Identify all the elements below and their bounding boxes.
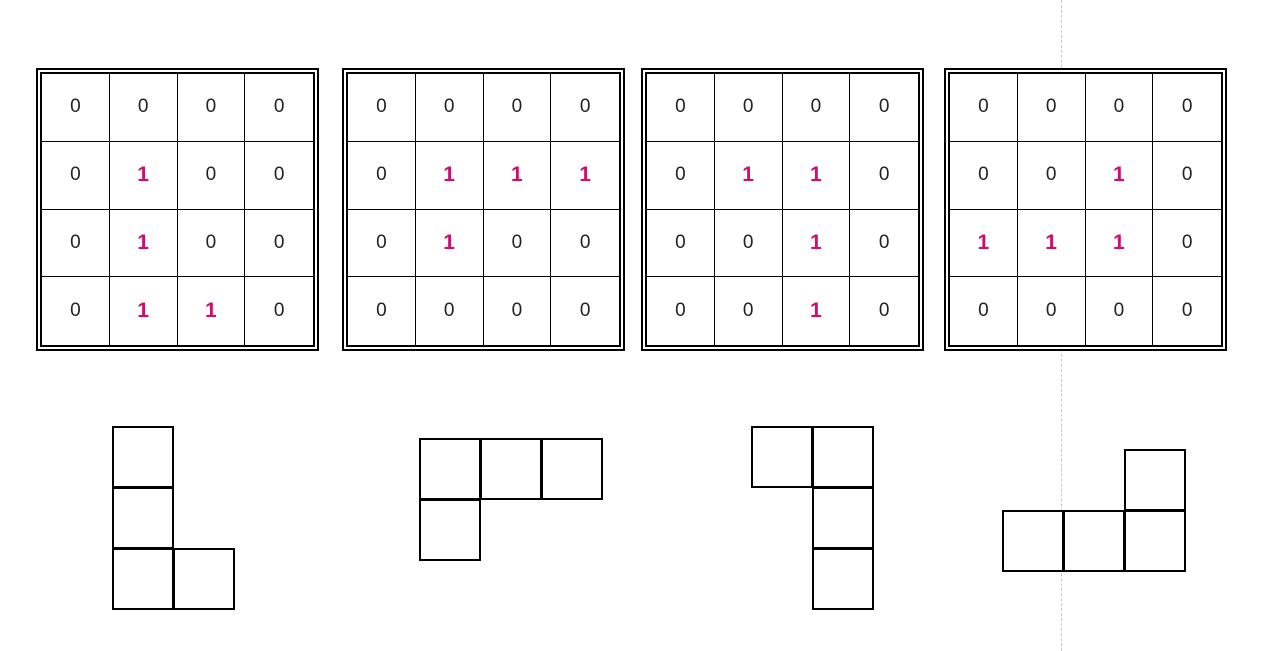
shape-block bbox=[112, 548, 174, 610]
grid-cell: 0 bbox=[416, 277, 484, 345]
grid-cell: 0 bbox=[878, 300, 890, 322]
grid-cell: 0 bbox=[245, 142, 313, 210]
grid-cell: 0 bbox=[484, 277, 552, 345]
grid-cell: 0 bbox=[483, 74, 552, 142]
grid-cell: 0 bbox=[579, 300, 591, 322]
shape-block bbox=[1002, 510, 1064, 572]
grid-cell: 0 bbox=[109, 74, 178, 142]
shape-block bbox=[812, 487, 874, 549]
grid-cell: 1 bbox=[110, 277, 178, 345]
grid-cell: 1 bbox=[483, 141, 552, 210]
grid-cell: 0 bbox=[42, 277, 110, 345]
grid-cell: 0 bbox=[551, 74, 619, 142]
grid-cell: 1 bbox=[1085, 209, 1154, 278]
grid-cell: 0 bbox=[348, 209, 416, 278]
shape-block bbox=[812, 548, 874, 610]
grid-cell: 0 bbox=[647, 209, 715, 278]
grid-cell: 0 bbox=[177, 141, 246, 210]
grid-cell: 0 bbox=[348, 141, 416, 210]
grid-cell: 0 bbox=[42, 209, 110, 278]
grid-cell: 0 bbox=[782, 74, 851, 142]
grid-cell: 0 bbox=[348, 74, 416, 142]
grid-cell: 0 bbox=[714, 209, 783, 278]
grid-cell: 0 bbox=[1086, 277, 1154, 345]
grid-cell: 0 bbox=[551, 210, 619, 278]
shape-block bbox=[419, 438, 481, 500]
grid-cell: 0 bbox=[850, 210, 918, 278]
shape-block bbox=[112, 426, 174, 488]
grid-cell: 0 bbox=[348, 277, 416, 345]
grid-cell: 0 bbox=[715, 277, 783, 345]
shape-block bbox=[812, 426, 874, 488]
grid-cell: 0 bbox=[1017, 74, 1086, 142]
grid-cell: 0 bbox=[950, 74, 1018, 142]
grid-cell: 0 bbox=[415, 74, 484, 142]
grid-cell: 0 bbox=[42, 141, 110, 210]
shape-block bbox=[112, 487, 174, 549]
grid-cell: 1 bbox=[551, 142, 619, 210]
grid-cell: 0 bbox=[850, 142, 918, 210]
grid-cell: 1 bbox=[782, 209, 851, 278]
grid-cell: 0 bbox=[483, 209, 552, 278]
grid-cell: 0 bbox=[1085, 74, 1154, 142]
grid-cell: 0 bbox=[177, 209, 246, 278]
grid-cell: 0 bbox=[714, 74, 783, 142]
grid-cell: 1 bbox=[415, 209, 484, 278]
shape-block bbox=[419, 499, 481, 561]
grid-cell: 0 bbox=[245, 74, 313, 142]
grid-cell: 1 bbox=[783, 277, 851, 345]
grid-cell: 1 bbox=[178, 277, 246, 345]
grid-cell: 1 bbox=[782, 141, 851, 210]
shape-block bbox=[541, 438, 603, 500]
shape-block bbox=[1124, 449, 1186, 511]
grid-cell: 0 bbox=[1181, 300, 1193, 322]
grid-cell: 0 bbox=[647, 277, 715, 345]
grid-cell: 1 bbox=[109, 141, 178, 210]
grid-cell: 1 bbox=[714, 141, 783, 210]
grid-cell: 0 bbox=[1153, 142, 1221, 210]
grid-cell: 1 bbox=[950, 209, 1018, 278]
grid-cell: 0 bbox=[647, 74, 715, 142]
grid-cell: 0 bbox=[1017, 141, 1086, 210]
grid-cell: 0 bbox=[245, 210, 313, 278]
shape-block bbox=[173, 548, 235, 610]
shape-block bbox=[480, 438, 542, 500]
grid-cell: 0 bbox=[647, 141, 715, 210]
grid-cell: 1 bbox=[109, 209, 178, 278]
grid-cell: 0 bbox=[850, 74, 918, 142]
shape-block bbox=[751, 426, 813, 488]
grid-cell: 1 bbox=[415, 141, 484, 210]
grid-cell: 0 bbox=[950, 141, 1018, 210]
shape-block bbox=[1063, 510, 1125, 572]
grid-cell: 0 bbox=[950, 277, 1018, 345]
grid-cell: 0 bbox=[273, 300, 285, 322]
grid-cell: 0 bbox=[177, 74, 246, 142]
shape-block bbox=[1124, 510, 1186, 572]
grid-cell: 0 bbox=[1153, 74, 1221, 142]
grid-cell: 0 bbox=[42, 74, 110, 142]
grid-cell: 0 bbox=[1018, 277, 1086, 345]
grid-cell: 0 bbox=[1153, 210, 1221, 278]
grid-cell: 1 bbox=[1017, 209, 1086, 278]
grid-cell: 1 bbox=[1085, 141, 1154, 210]
